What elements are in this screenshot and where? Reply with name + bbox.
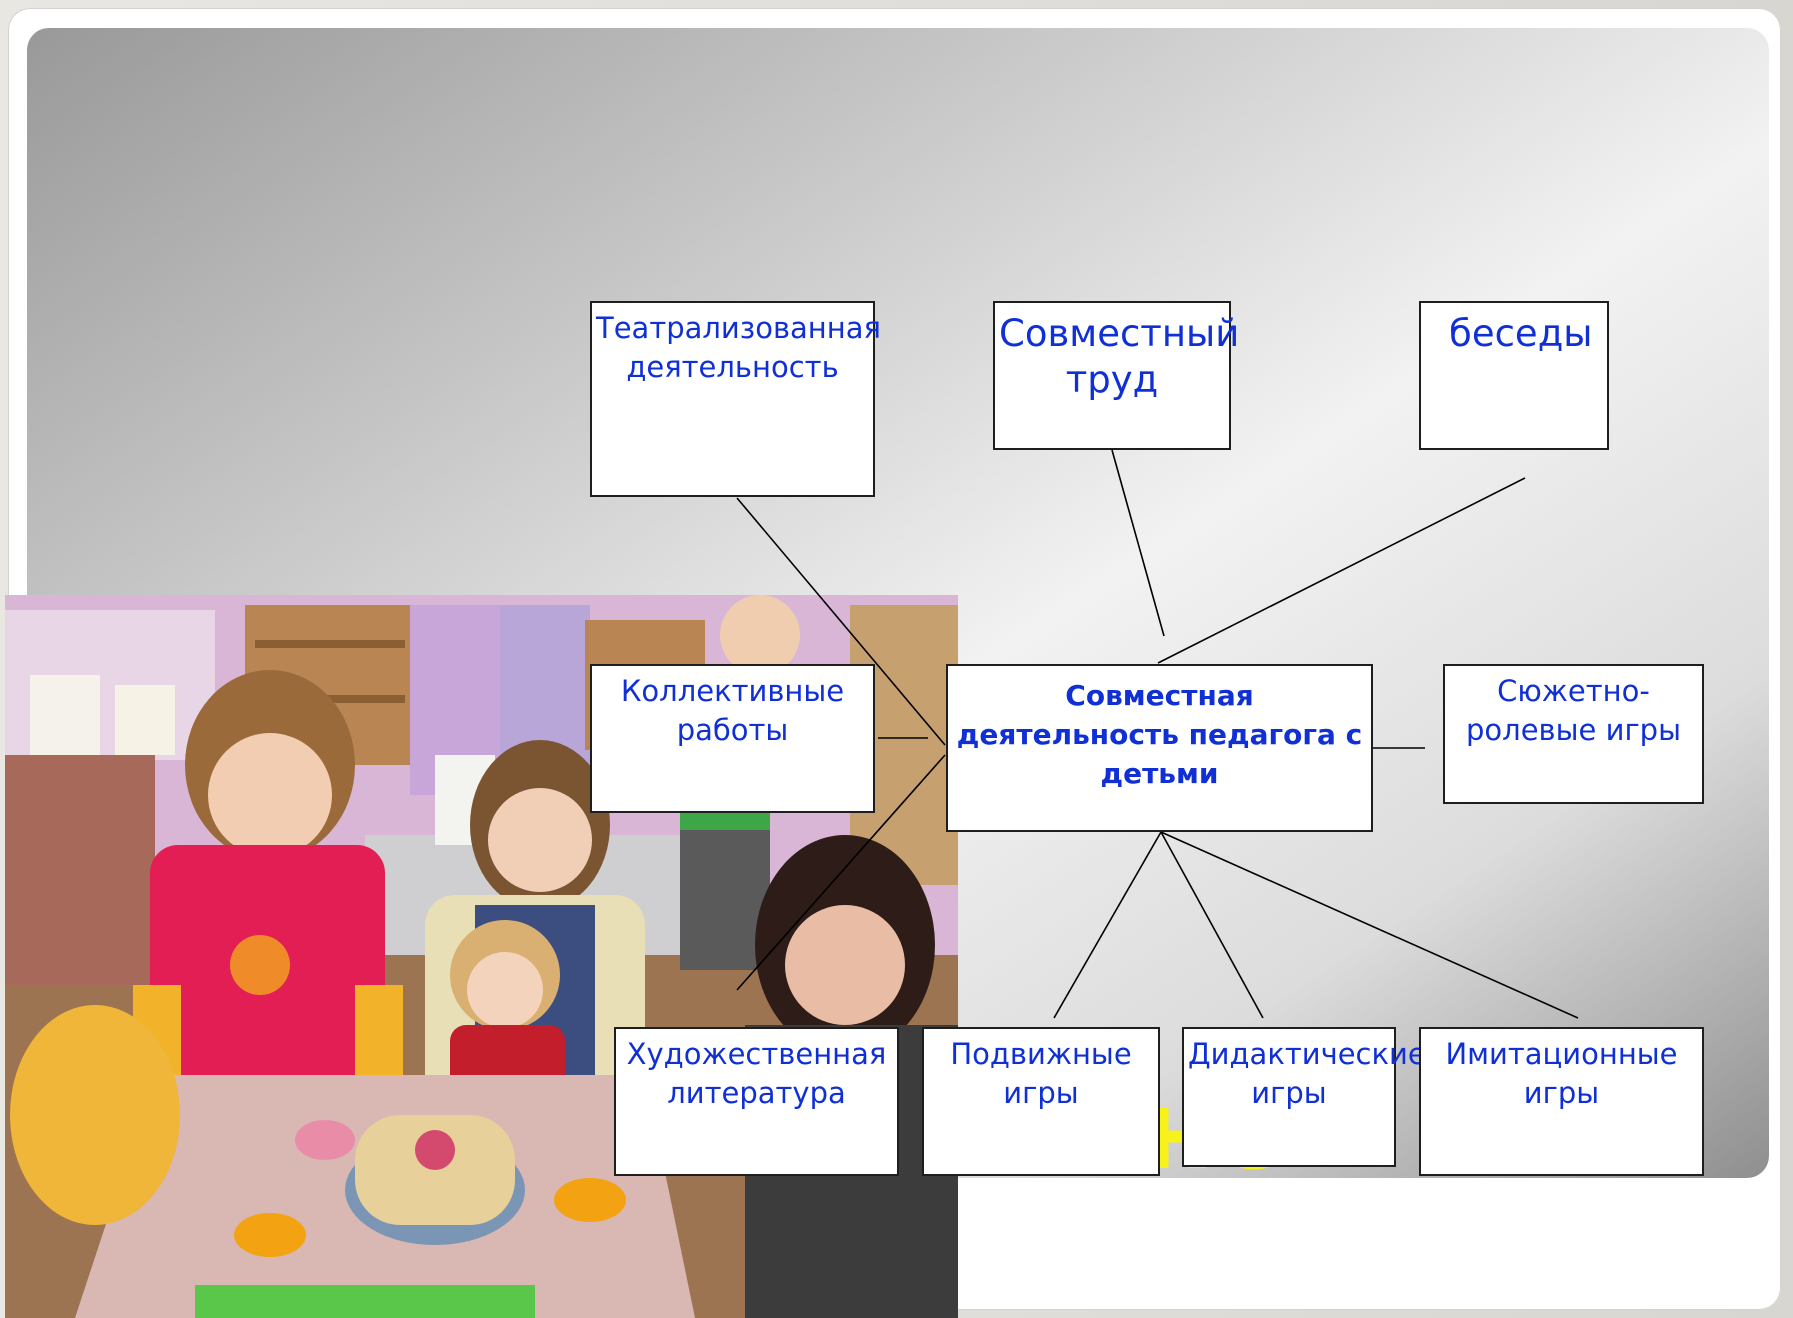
node-theatrical-label: Театрализованная деятельность xyxy=(596,311,881,384)
node-joint-labor: Совместный труд xyxy=(993,301,1240,450)
connector-imitation-games xyxy=(1160,831,1579,1019)
connector-didactic-games xyxy=(1160,831,1264,1019)
node-imitation-games-label: Имитационные игры xyxy=(1445,1037,1678,1110)
node-fiction: Художественная литература xyxy=(614,1027,899,1176)
node-role-play-games: Сюжетно-ролевые игры xyxy=(1443,664,1704,804)
connector-fiction xyxy=(736,754,946,991)
node-outdoor-games: Подвижные игры xyxy=(922,1027,1160,1176)
node-fiction-label: Художественная литература xyxy=(626,1037,887,1110)
node-didactic-games: Дидактические игры xyxy=(1182,1027,1426,1167)
node-collective-works-label: Коллективные работы xyxy=(620,674,845,747)
connector-outdoor-games xyxy=(1053,831,1162,1019)
node-role-play-label: Сюжетно-ролевые игры xyxy=(1466,674,1681,747)
connector-theatrical xyxy=(736,497,946,746)
node-center: Совместная деятельность педагога с детьм… xyxy=(946,664,1373,832)
connector-joint-labor xyxy=(1111,449,1165,637)
node-didactic-games-label: Дидактические игры xyxy=(1188,1037,1426,1110)
node-theatrical-activity: Театрализованная деятельность xyxy=(590,301,881,497)
node-conversations: беседы xyxy=(1419,301,1609,450)
node-outdoor-games-label: Подвижные игры xyxy=(950,1037,1132,1110)
node-collective-works: Коллективные работы xyxy=(590,664,875,813)
node-imitation-games: Имитационные игры xyxy=(1419,1027,1704,1176)
node-center-label: Совместная деятельность педагога с детьм… xyxy=(956,679,1363,790)
node-joint-labor-label: Совместный труд xyxy=(999,312,1240,401)
connector-conversations xyxy=(1157,477,1526,664)
node-conversations-label: беседы xyxy=(1449,312,1593,355)
